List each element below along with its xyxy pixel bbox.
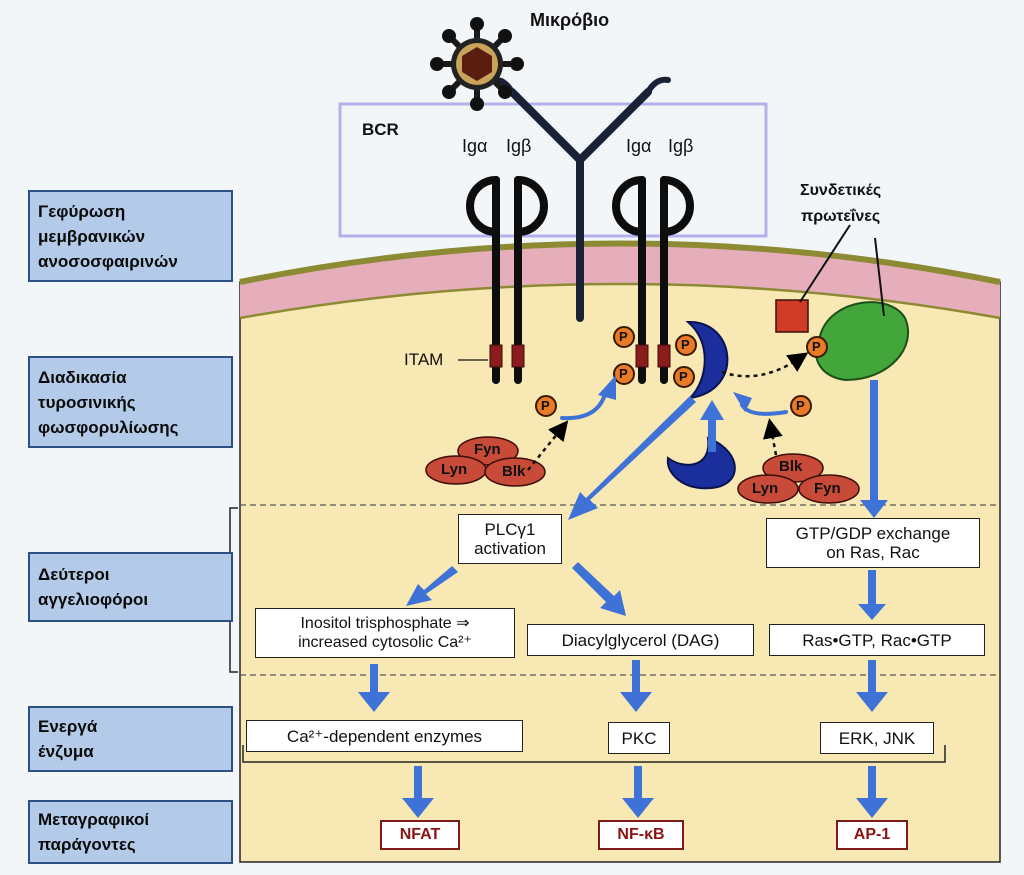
- microbe-label: Μικρόβιο: [530, 10, 610, 30]
- membrane-inner-edge: [239, 282, 1001, 320]
- box-ca-enzymes: Ca²⁺-dependent enzymes: [246, 720, 523, 752]
- box-ip3: Inositol trisphosphate ⇒ increased cytos…: [255, 608, 515, 658]
- phospho-p-2: P: [619, 366, 628, 381]
- microbe-icon: [430, 17, 524, 111]
- kinase-label-lyn-left: Lyn: [441, 461, 468, 478]
- box-pkc: PKC: [608, 722, 670, 754]
- box-gtp-exchange: GTP/GDP exchange on Ras, Rac: [766, 518, 980, 568]
- signal-arrows: [358, 380, 888, 818]
- side-label-active-enzymes: Ενεργά ένζυμα: [28, 706, 233, 772]
- kinase-cluster-left: [425, 436, 546, 487]
- kinase-label-fyn-right: Fyn: [814, 480, 841, 497]
- phospho-p-7: P: [796, 398, 805, 413]
- itam-label: ITAM: [404, 350, 444, 369]
- tf-nfat: NFAT: [380, 820, 460, 850]
- bcr-label: BCR: [362, 120, 399, 139]
- tf-ap1: AP-1: [836, 820, 908, 850]
- kinase-label-lyn-right: Lyn: [752, 480, 779, 497]
- itam-blocks: [489, 344, 671, 368]
- box-ras-gtp: Ras•GTP, Rac•GTP: [769, 624, 985, 656]
- side-label-second-messengers: Δεύτεροι αγγελιοφόροι: [28, 552, 233, 622]
- box-plc-activation: PLCγ1 activation: [458, 514, 562, 564]
- dotted-arrows: [527, 352, 809, 471]
- phospho-p-4: P: [679, 369, 688, 384]
- enzyme-bracket: [242, 745, 946, 763]
- ig-label-4: Igβ: [668, 136, 694, 156]
- syk-kinase-active: [685, 320, 729, 400]
- syk-kinase-free: [666, 436, 736, 490]
- linker-protein-green: [815, 301, 910, 382]
- linker-label: Συνδετικές πρωτεΐνες: [800, 182, 882, 225]
- phospho-p-1: P: [619, 329, 628, 344]
- membrane-outer-edge: [239, 240, 1001, 285]
- phospho-p-6: P: [812, 339, 821, 354]
- phospho-p-5: P: [541, 398, 550, 413]
- linker-protein-red: [775, 299, 809, 333]
- phospho-p-3: P: [681, 337, 690, 352]
- tf-nfkb: NF-κB: [598, 820, 684, 850]
- kinase-cluster-right: [737, 453, 860, 504]
- side-label-phosphorylation: Διαδικασία τυροσινικής φωσφορυλίωσης: [28, 356, 233, 448]
- side-label-transcription-factors: Μεταγραφικοί παράγοντες: [28, 800, 233, 864]
- kinase-label-blk-left: Blk: [502, 463, 526, 480]
- ig-label-2: Igβ: [506, 136, 532, 156]
- box-erk-jnk: ERK, JNK: [820, 722, 934, 754]
- ig-label-3: Igα: [626, 136, 652, 156]
- box-dag: Diacylglycerol (DAG): [527, 624, 754, 656]
- cell-membrane: [240, 243, 1000, 318]
- phospho-circles: [535, 326, 828, 417]
- kinase-label-fyn-left: Fyn: [474, 441, 501, 458]
- bcr-frame: [338, 102, 768, 238]
- linker-pointer-1: [799, 224, 851, 303]
- ig-label-1: Igα: [462, 136, 488, 156]
- kinase-label-blk-right: Blk: [779, 458, 803, 475]
- linker-pointer-2: [874, 237, 885, 317]
- side-label-crosslinking: Γεφύρωση μεμβρανικών ανοσοσφαιρινών: [28, 190, 233, 282]
